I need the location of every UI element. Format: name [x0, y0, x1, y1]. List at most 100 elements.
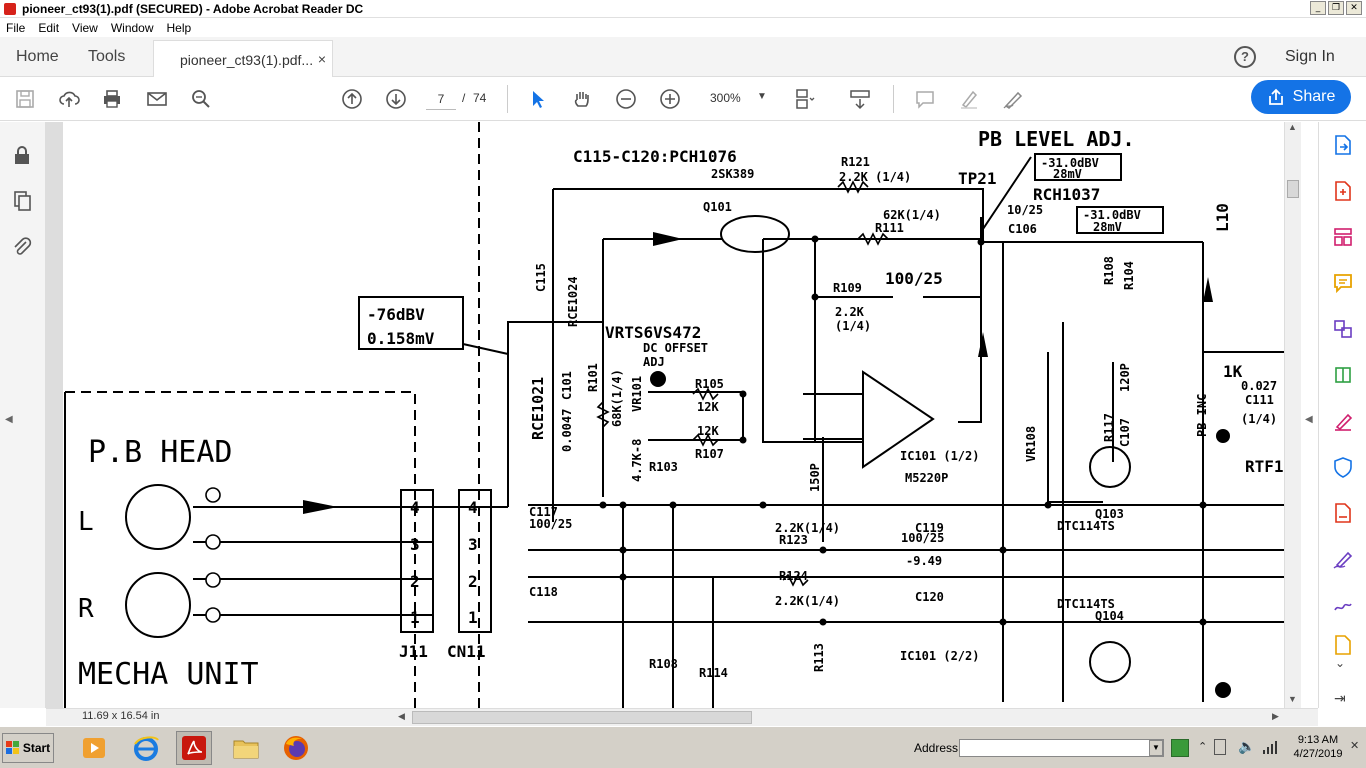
pin-label: 4 — [468, 498, 478, 517]
collapse-right-icon[interactable]: ◀ — [1305, 414, 1313, 425]
search-icon[interactable] — [189, 87, 213, 111]
tab-document[interactable]: pioneer_ct93(1).pdf... × — [153, 40, 333, 78]
organize-pages-icon[interactable] — [1332, 226, 1354, 248]
chevron-down-icon[interactable]: ⌄ — [1335, 656, 1346, 670]
schematic-label: TP21 — [958, 169, 997, 188]
help-icon[interactable]: ? — [1234, 46, 1256, 68]
window-title: pioneer_ct93(1).pdf (SECURED) - Adobe Ac… — [22, 1, 364, 16]
tab-tools[interactable]: Tools — [88, 48, 126, 65]
certificates-icon[interactable] — [1332, 594, 1354, 616]
upload-cloud-icon[interactable] — [57, 87, 81, 111]
pages-thumbnails-icon[interactable] — [11, 190, 33, 212]
schematic-label: C115-C120:PCH1076 — [573, 147, 737, 166]
schematic-label: (1/4) — [1241, 412, 1277, 426]
schematic-label: MECHA UNIT — [78, 657, 259, 692]
share-button[interactable]: Share — [1251, 80, 1351, 114]
tab-document-label: pioneer_ct93(1).pdf... — [180, 52, 314, 68]
close-window-button[interactable]: ✕ — [1346, 1, 1362, 15]
internet-explorer-icon[interactable] — [128, 731, 164, 765]
schematic-label: DTC114TS — [1057, 597, 1115, 611]
protect-shield-icon[interactable] — [1332, 456, 1354, 478]
volume-icon[interactable]: 🔈 — [1238, 738, 1256, 754]
zoom-dropdown-icon[interactable]: ▼ — [757, 91, 767, 102]
tab-home[interactable]: Home — [16, 48, 59, 65]
schematic-drawing: C115-C120:PCH1076 PB LEVEL ADJ. TP21 RCH… — [64, 122, 1284, 708]
scroll-thumb[interactable] — [1287, 180, 1299, 198]
scroll-up-icon[interactable]: ▲ — [1288, 122, 1297, 132]
hand-tool-icon[interactable] — [570, 87, 594, 111]
scroll-left-icon[interactable]: ◀ — [398, 711, 405, 721]
network-tray-icon[interactable] — [1214, 739, 1226, 755]
toolbar-divider — [893, 85, 894, 113]
attachment-icon[interactable] — [11, 236, 33, 258]
menu-file[interactable]: File — [6, 21, 26, 35]
highlight-pen-icon[interactable] — [957, 87, 981, 111]
schematic-label: C117 — [529, 505, 558, 519]
media-player-icon[interactable] — [76, 731, 112, 765]
firefox-icon[interactable] — [278, 731, 314, 765]
page-number-input[interactable]: 7 — [426, 88, 456, 110]
sign-icon[interactable] — [1001, 87, 1025, 111]
document-view[interactable]: C115-C120:PCH1076 PB LEVEL ADJ. TP21 RCH… — [46, 122, 1284, 708]
compress-icon[interactable] — [1332, 364, 1354, 386]
collapse-panel-icon[interactable]: ⇥ — [1334, 690, 1346, 706]
scroll-right-icon[interactable]: ▶ — [1272, 711, 1279, 721]
previous-page-icon[interactable] — [340, 87, 364, 111]
schematic-label: C106 — [1008, 222, 1037, 236]
menu-edit[interactable]: Edit — [38, 21, 60, 35]
acrobat-taskbar-icon[interactable] — [176, 731, 212, 765]
address-input[interactable] — [959, 739, 1164, 757]
pdf-page: C115-C120:PCH1076 PB LEVEL ADJ. TP21 RCH… — [63, 122, 1284, 708]
lock-icon[interactable] — [11, 144, 33, 166]
save-icon[interactable] — [13, 87, 37, 111]
export-pdf-icon[interactable] — [1332, 134, 1354, 156]
notification-icon[interactable]: ✕ — [1350, 740, 1360, 752]
schematic-label: C101 — [560, 371, 574, 400]
pdf-file-icon[interactable] — [1332, 502, 1354, 524]
restore-button[interactable]: ❐ — [1328, 1, 1344, 15]
send-for-signature-icon[interactable] — [1332, 548, 1354, 570]
combine-files-icon[interactable] — [1332, 318, 1354, 340]
start-label: Start — [22, 741, 51, 755]
create-pdf-icon[interactable] — [1332, 180, 1354, 202]
menu-view[interactable]: View — [72, 21, 98, 35]
scroll-mode-icon[interactable] — [848, 87, 872, 111]
more-tools-icon[interactable] — [1332, 634, 1354, 656]
address-label: Address — [914, 741, 959, 755]
horizontal-scroll-thumb[interactable] — [412, 711, 752, 724]
close-tab-icon[interactable]: × — [317, 51, 326, 67]
sign-in-link[interactable]: Sign In — [1285, 48, 1335, 65]
schematic-label: -76dBV — [367, 305, 425, 324]
tray-chevron-icon[interactable]: ⌃ — [1198, 741, 1208, 753]
select-cursor-icon[interactable] — [526, 87, 550, 111]
clock-date: 4/27/2019 — [1293, 748, 1343, 760]
schematic-label: M5220P — [905, 471, 948, 485]
schematic-label: 62K(1/4) — [883, 208, 941, 222]
scroll-down-icon[interactable]: ▼ — [1288, 694, 1297, 704]
zoom-in-icon[interactable] — [658, 87, 682, 111]
next-page-icon[interactable] — [384, 87, 408, 111]
zoom-level[interactable]: 300% — [710, 91, 741, 105]
address-dropdown-icon[interactable]: ▼ — [1149, 740, 1163, 756]
page-layout-icon[interactable] — [792, 87, 816, 111]
schematic-label: R123 — [779, 533, 808, 547]
print-icon[interactable] — [100, 87, 124, 111]
menu-window[interactable]: Window — [110, 21, 154, 35]
schematic-label: C118 — [529, 585, 558, 599]
start-button[interactable]: Start — [2, 733, 54, 763]
system-clock[interactable]: 9:13 AM 4/27/2019 — [1283, 733, 1353, 761]
comment-icon[interactable] — [913, 87, 937, 111]
menu-help[interactable]: Help — [166, 21, 192, 35]
minimize-button[interactable]: _ — [1310, 1, 1326, 15]
vertical-scrollbar[interactable]: ▲ ▼ — [1284, 122, 1301, 708]
collapse-left-icon[interactable]: ◀ — [5, 414, 13, 425]
zoom-out-icon[interactable] — [614, 87, 638, 111]
go-button[interactable] — [1171, 739, 1189, 757]
comment-tool-icon[interactable] — [1332, 272, 1354, 294]
email-icon[interactable] — [145, 87, 169, 111]
fill-sign-icon[interactable] — [1332, 410, 1354, 432]
signal-icon[interactable] — [1262, 739, 1278, 755]
file-explorer-icon[interactable] — [228, 731, 264, 765]
pin-label: 3 — [410, 535, 420, 554]
schematic-label: 28mV — [1053, 167, 1082, 181]
